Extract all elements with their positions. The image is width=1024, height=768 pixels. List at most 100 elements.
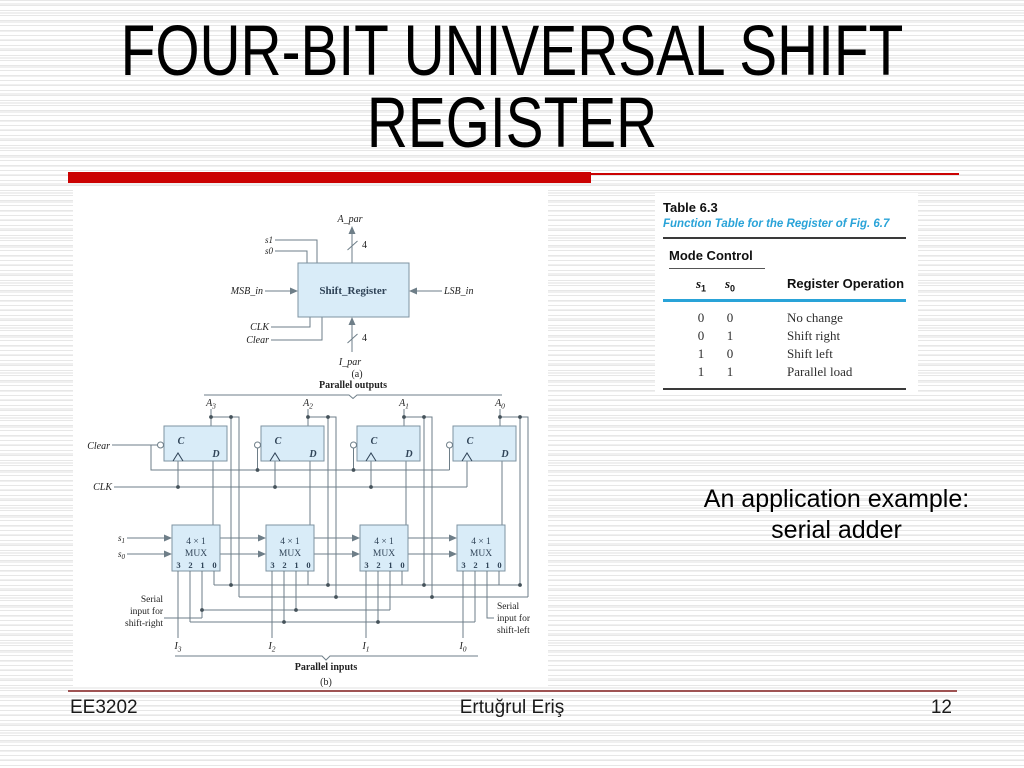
- table-header-row: s1 s0 Register Operation: [663, 276, 906, 294]
- note-line-1: An application example:: [703, 485, 970, 513]
- svg-text:2: 2: [282, 560, 286, 570]
- col-header-s0: s0: [724, 276, 736, 294]
- parallel-outputs-label: Parallel outputs: [319, 380, 387, 391]
- block-diagram: Shift_Register A_par s1 s0 MSB_in LSB_in…: [230, 214, 474, 380]
- i1-label: I1: [361, 641, 369, 654]
- svg-text:1: 1: [200, 560, 204, 570]
- mux-size-label: 4 × 1: [280, 537, 300, 547]
- table-body: 0 0 No change 0 1 Shift right 1 0 Shift …: [663, 309, 906, 381]
- lsb-in-label: LSB_in: [443, 286, 473, 297]
- footer-course-code: EE3202: [70, 697, 138, 718]
- clk-label-a: CLK: [250, 322, 270, 333]
- ff-d-label: D: [308, 449, 316, 460]
- svg-text:Serial: Serial: [141, 595, 164, 605]
- table-rule-bottom: [663, 387, 906, 390]
- svg-text:1: 1: [388, 560, 392, 570]
- flip-flop-row: C C C C D D D D: [157, 425, 517, 462]
- note-line-2: serial adder: [771, 516, 902, 544]
- parallel-inputs-label: Parallel inputs: [295, 662, 358, 673]
- svg-text:input for: input for: [130, 606, 164, 617]
- footer-author: Ertuğrul Eriş: [459, 697, 565, 718]
- mux-size-label: 4 × 1: [471, 537, 491, 547]
- serial-input-shift-right-label: Serial input for shift-right: [125, 595, 164, 629]
- flip-flop-3: [163, 425, 228, 462]
- a3-label: A3: [205, 398, 216, 411]
- detailed-circuit: Parallel outputs A3 A2 A1 A0 Clear CLK C…: [87, 380, 531, 688]
- mux-3: [171, 524, 221, 572]
- col-header-s1: s1: [695, 276, 707, 294]
- svg-text:3: 3: [176, 560, 180, 570]
- mux-2: [265, 524, 315, 572]
- mux-row: 4 × 1 4 × 1 4 × 1 4 × 1 MUX MUX MUX MUX …: [171, 524, 506, 572]
- svg-text:shift-right: shift-right: [125, 618, 163, 629]
- svg-text:0: 0: [306, 560, 310, 570]
- col-header-operation: Register Operation: [787, 276, 905, 291]
- svg-text:3: 3: [461, 560, 465, 570]
- bus-width-bottom: 4: [362, 333, 367, 344]
- i2-label: I2: [267, 641, 275, 654]
- mux-0: [456, 524, 506, 572]
- i3-label: I3: [173, 641, 181, 654]
- clear-label-a: Clear: [246, 335, 269, 346]
- table-subtitle: Function Table for the Register of Fig. …: [663, 218, 890, 230]
- title-accent-bar: [68, 172, 591, 183]
- clear-label-b: Clear: [87, 441, 110, 452]
- msb-in-label: MSB_in: [230, 286, 263, 297]
- svg-text:3: 3: [270, 560, 274, 570]
- svg-text:shift-left: shift-left: [497, 625, 530, 636]
- table-row: 1 1 Parallel load: [697, 363, 853, 379]
- function-table-panel: Table 6.3 Function Table for the Registe…: [655, 193, 918, 392]
- clk-label-b: CLK: [93, 482, 113, 493]
- mux-1: [359, 524, 409, 572]
- a0-label: A0: [494, 398, 505, 411]
- table-row: 1 0 Shift left: [697, 345, 833, 361]
- svg-text:3: 3: [364, 560, 368, 570]
- caption-a: (a): [351, 369, 362, 380]
- svg-text:0: 0: [212, 560, 216, 570]
- ff-c-label: C: [178, 436, 185, 447]
- flip-flop-1: [356, 425, 421, 462]
- svg-text:2: 2: [376, 560, 380, 570]
- mux-name-label: MUX: [279, 549, 301, 559]
- circuit-figure-panel: Shift_Register A_par s1 s0 MSB_in LSB_in…: [73, 190, 548, 688]
- title-accent-rule: [591, 173, 959, 175]
- mux-name-label: MUX: [373, 549, 395, 559]
- shift-register-diagram: Shift_Register A_par s1 s0 MSB_in LSB_in…: [87, 214, 531, 688]
- svg-text:0: 0: [497, 560, 501, 570]
- svg-text:Serial: Serial: [497, 602, 520, 612]
- svg-text:1: 1: [485, 560, 489, 570]
- a-par-label: A_par: [337, 214, 363, 225]
- ff-d-label: D: [211, 449, 219, 460]
- mux-pin-labels: 3 2 1 0 3 2 1 0 3 2 1 0 3 2 1 0: [176, 560, 501, 570]
- svg-text:1: 1: [294, 560, 298, 570]
- junction-dots: [176, 415, 522, 624]
- flip-flop-0: [452, 425, 517, 462]
- table-row: 0 1 Shift right: [697, 327, 841, 343]
- page-title: FOUR-BIT UNIVERSAL SHIFT REGISTER: [102, 16, 921, 160]
- table-group-header: Mode Control: [669, 248, 765, 269]
- mux-name-label: MUX: [185, 549, 207, 559]
- footer-page-number: 12: [930, 697, 952, 718]
- shift-register-block: [297, 262, 410, 318]
- table-rule-cyan: [663, 298, 906, 302]
- application-note: An application example: serial adder: [660, 484, 1013, 546]
- shift-register-label: Shift_Register: [319, 285, 386, 297]
- ff-d-label: D: [500, 449, 508, 460]
- title-line-2: REGISTER: [366, 84, 658, 163]
- caption-b: (b): [320, 677, 332, 687]
- ff-c-label: C: [275, 436, 282, 447]
- i0-label: I0: [458, 641, 466, 654]
- serial-input-shift-left-label: Serial input for shift-left: [497, 602, 531, 636]
- mux-size-label: 4 × 1: [186, 537, 206, 547]
- ff-c-label: C: [467, 436, 474, 447]
- bus-width-top: 4: [362, 240, 367, 251]
- mux-name-label: MUX: [470, 549, 492, 559]
- a2-label: A2: [302, 398, 313, 411]
- table-rule-top: [663, 237, 906, 239]
- svg-text:0: 0: [400, 560, 404, 570]
- footer-divider: [68, 690, 957, 692]
- s0-label: s0: [265, 246, 274, 256]
- title-line-1: FOUR-BIT UNIVERSAL SHIFT: [120, 12, 904, 91]
- ff-c-label: C: [371, 436, 378, 447]
